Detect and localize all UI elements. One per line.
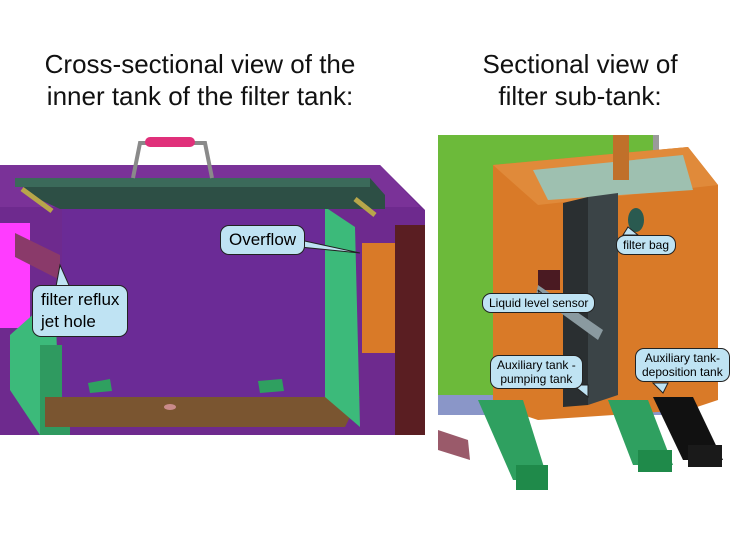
deposition-pointer bbox=[651, 382, 669, 394]
left-title-line-1: Cross-sectional view of the bbox=[44, 49, 356, 79]
top-pipe bbox=[613, 135, 629, 180]
right-title-line-2: filter sub-tank: bbox=[498, 81, 662, 111]
inner-tank-floor bbox=[45, 397, 360, 427]
liquid-level-label: Liquid level sensor bbox=[489, 296, 589, 310]
overflow-label: Overflow bbox=[229, 230, 297, 249]
pumping-tank-callout: Auxiliary tank - pumping tank bbox=[490, 355, 583, 389]
reflux-pipe bbox=[15, 233, 60, 280]
right-dark-panel bbox=[395, 225, 425, 435]
drain-mark bbox=[164, 404, 176, 410]
filter-tank-cross-section: Overflow filter reflux jet hole bbox=[0, 135, 425, 435]
filter-bag-label: filter bag bbox=[623, 238, 670, 252]
central-divider bbox=[588, 193, 618, 405]
left-diagram-title: Cross-sectional view of the inner tank o… bbox=[0, 48, 400, 112]
filter-reflux-callout: filter reflux jet hole bbox=[32, 285, 129, 337]
filter-sub-tank-section: filter bag Liquid level sensor Auxiliary… bbox=[438, 135, 750, 495]
deposition-tank-label-line-1: Auxiliary tank- bbox=[644, 351, 721, 365]
lid-rod-right bbox=[353, 197, 377, 217]
green-leg-mid bbox=[608, 400, 673, 465]
deposition-tank-callout: Auxiliary tank- deposition tank bbox=[635, 348, 730, 382]
left-outlet-pipe bbox=[438, 430, 470, 460]
filter-reflux-label-line-2: jet hole bbox=[41, 312, 96, 331]
floor-fitting-left bbox=[88, 379, 112, 393]
left-title-line-2: inner tank of the filter tank: bbox=[46, 81, 354, 111]
liquid-level-callout: Liquid level sensor bbox=[482, 293, 596, 313]
green-leg-left bbox=[478, 400, 548, 480]
filter-bag-body bbox=[628, 208, 644, 232]
sub-tank-illustration bbox=[438, 135, 723, 490]
filter-bag-callout: filter bag bbox=[616, 235, 677, 255]
right-overflow-wall bbox=[325, 207, 360, 427]
right-title-line-1: Sectional view of bbox=[482, 49, 678, 79]
lid-top-face bbox=[15, 178, 370, 187]
right-diagram-title: Sectional view of filter sub-tank: bbox=[440, 48, 720, 112]
pumping-tank-label-line-1: Auxiliary tank - bbox=[497, 358, 576, 372]
deposition-tank-label-line-2: deposition tank bbox=[642, 365, 723, 379]
lid-rod-left bbox=[20, 186, 54, 214]
liquid-level-sensor-body bbox=[538, 270, 560, 290]
leg-mid-foot bbox=[638, 450, 672, 472]
leg-left-foot bbox=[516, 465, 548, 490]
overflow-callout: Overflow bbox=[220, 225, 306, 255]
filter-reflux-label-line-1: filter reflux bbox=[41, 290, 120, 309]
handle-grip bbox=[145, 137, 195, 147]
floor-fitting-right bbox=[258, 379, 284, 393]
pumping-tank-label-line-2: pumping tank bbox=[500, 372, 573, 386]
leg-black-foot bbox=[688, 445, 722, 467]
black-leg bbox=[653, 397, 723, 460]
